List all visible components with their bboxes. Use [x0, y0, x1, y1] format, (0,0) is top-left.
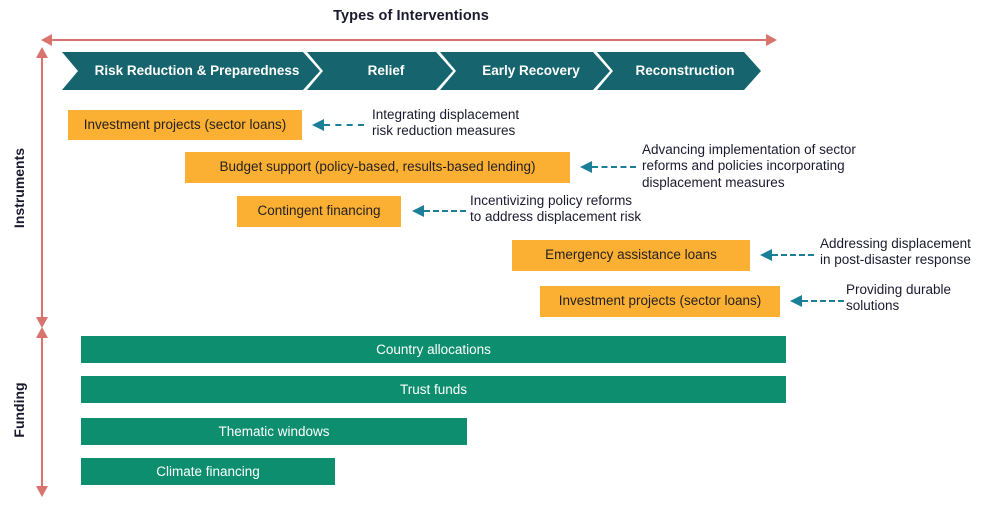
arrow-head-icon — [580, 161, 592, 173]
section-label-instruments: Instruments — [11, 147, 27, 229]
phase-label: Reconstruction — [635, 63, 735, 79]
instrument-box-investment-projects-rrp[interactable]: Investment projects (sector loans) — [68, 110, 302, 140]
connector-arrow-4 — [760, 249, 814, 261]
dashed-line — [772, 254, 814, 256]
funding-label: Trust funds — [399, 381, 468, 397]
down-arrow-icon — [36, 486, 48, 497]
phase-chevron-early-recovery[interactable]: Early Recovery — [440, 52, 610, 90]
arrow-head-icon — [790, 295, 802, 307]
annotation-5: Providing durable solutions — [846, 282, 952, 314]
instrument-box-budget-support[interactable]: Budget support (policy-based, results-ba… — [185, 152, 570, 183]
funding-label: Country allocations — [376, 341, 491, 357]
instruments-axis-line — [41, 56, 43, 319]
instrument-box-emergency-assistance-loans[interactable]: Emergency assistance loans — [512, 240, 750, 271]
arrow-head-icon — [412, 205, 424, 217]
phase-label: Risk Reduction & Preparedness — [94, 63, 300, 79]
up-arrow-icon — [36, 327, 48, 338]
funding-bar-thematic-windows[interactable]: Thematic windows — [81, 418, 467, 445]
phase-chevron-reconstruction[interactable]: Reconstruction — [597, 52, 761, 90]
dashed-line — [802, 300, 844, 302]
connector-arrow-2 — [580, 161, 636, 173]
phase-chevron-risk-reduction[interactable]: Risk Reduction & Preparedness — [62, 52, 320, 90]
funding-axis-line — [41, 336, 43, 488]
right-arrow-icon — [766, 34, 777, 46]
annotation-2: Advancing implementation of sector refor… — [642, 142, 856, 190]
dashed-line — [424, 210, 466, 212]
instrument-label: Investment projects (sector loans) — [558, 293, 762, 309]
section-label-funding: Funding — [11, 382, 27, 438]
phase-chevron-relief[interactable]: Relief — [307, 52, 453, 90]
annotation-4: Addressing displacement in post-disaster… — [820, 236, 971, 268]
funding-bar-trust-funds[interactable]: Trust funds — [81, 376, 786, 403]
phase-label: Relief — [367, 63, 405, 79]
connector-arrow-5 — [790, 295, 844, 307]
arrow-head-icon — [760, 249, 772, 261]
dashed-line — [324, 124, 364, 126]
instrument-label: Contingent financing — [257, 203, 381, 219]
instrument-label: Emergency assistance loans — [545, 247, 717, 263]
page-title: Types of Interventions — [333, 8, 489, 24]
down-arrow-icon — [36, 317, 48, 328]
funding-label: Thematic windows — [218, 423, 330, 439]
connector-arrow-3 — [412, 205, 466, 217]
annotation-3: Incentivizing policy reforms to address … — [470, 193, 642, 225]
up-arrow-icon — [36, 47, 48, 58]
instrument-label: Investment projects (sector loans) — [83, 116, 287, 132]
instrument-box-investment-projects-reconstruction[interactable]: Investment projects (sector loans) — [540, 286, 780, 317]
funding-bar-climate-financing[interactable]: Climate financing — [81, 458, 335, 485]
dashed-line — [592, 166, 636, 168]
instrument-label: Budget support (policy-based, results-ba… — [219, 159, 536, 175]
funding-bar-country-allocations[interactable]: Country allocations — [81, 336, 786, 363]
funding-label: Climate financing — [156, 463, 260, 479]
instrument-box-contingent-financing[interactable]: Contingent financing — [237, 196, 401, 227]
left-arrow-icon — [41, 34, 52, 46]
connector-arrow-1 — [312, 119, 364, 131]
phase-label: Early Recovery — [482, 63, 580, 79]
interventions-axis-line — [50, 39, 768, 41]
arrow-head-icon — [312, 119, 324, 131]
annotation-1: Integrating displacement risk reduction … — [372, 107, 520, 139]
